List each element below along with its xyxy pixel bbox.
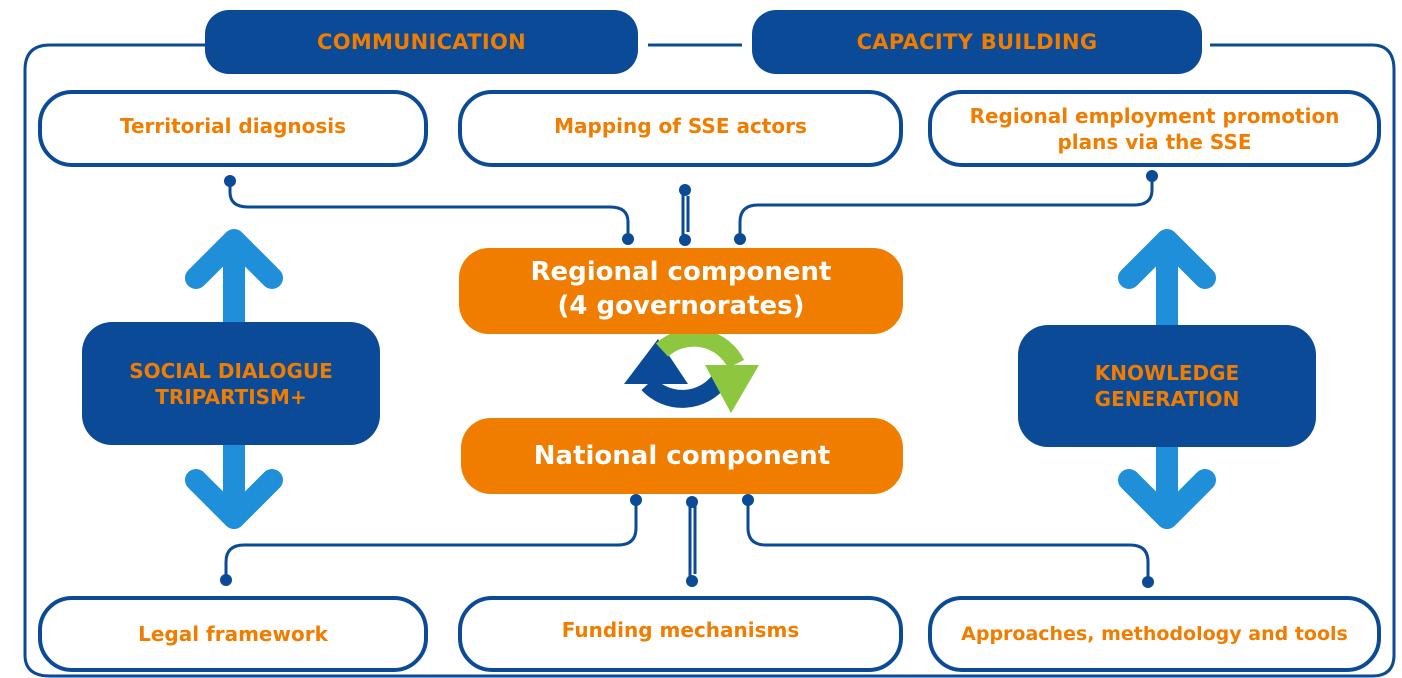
right-vertical-arrows <box>1118 229 1216 529</box>
communication-bar: COMMUNICATION <box>205 10 638 74</box>
approaches-methodology-tools-card: Approaches, methodology and tools <box>928 596 1381 672</box>
cycle-arrows <box>624 328 759 413</box>
territorial-diagnosis-label: Territorial diagnosis <box>119 113 347 138</box>
mapping-sse-actors-label: Mapping of SSE actors <box>554 113 807 138</box>
knowledge-generation-line2: GENERATION <box>1094 387 1240 411</box>
national-component-label: National component <box>533 441 831 471</box>
funding-mechanisms-label: Funding mechanisms <box>561 618 800 642</box>
regional-employment-plans-card: Regional employment promotion plans via … <box>928 90 1381 167</box>
capacity-building-label: CAPACITY BUILDING <box>856 30 1098 54</box>
top-connectors <box>228 176 1154 238</box>
regional-component-line2: (4 governorates) <box>557 291 805 321</box>
knowledge-generation-box: KNOWLEDGE GENERATION <box>1018 325 1316 447</box>
regional-plans-line2: plans via the SSE <box>1057 129 1252 154</box>
capacity-building-bar: CAPACITY BUILDING <box>752 10 1202 74</box>
national-component-box: National component <box>461 418 903 494</box>
top-connector-dots <box>224 170 1158 246</box>
regional-plans-line1: Regional employment promotion <box>969 103 1340 128</box>
social-dialogue-line1: SOCIAL DIALOGUE <box>129 358 333 383</box>
bottom-connectors <box>224 500 1150 580</box>
social-dialogue-box: SOCIAL DIALOGUE TRIPARTISM+ <box>82 322 380 445</box>
legal-framework-label: Legal framework <box>138 622 328 646</box>
regional-component-line1: Regional component <box>530 257 832 287</box>
left-vertical-arrows <box>185 229 283 529</box>
communication-label: COMMUNICATION <box>317 30 526 54</box>
funding-mechanisms-card: Funding mechanisms <box>458 596 903 672</box>
knowledge-generation-line1: KNOWLEDGE <box>1094 361 1240 385</box>
approaches-methodology-tools-label: Approaches, methodology and tools <box>961 623 1348 645</box>
territorial-diagnosis-card: Territorial diagnosis <box>38 90 428 167</box>
outer-frame <box>23 43 1396 678</box>
regional-component-box: Regional component (4 governorates) <box>459 248 903 334</box>
social-dialogue-line2: TRIPARTISM+ <box>155 384 307 409</box>
legal-framework-card: Legal framework <box>38 596 428 672</box>
bottom-connector-dots <box>220 494 1154 588</box>
mapping-sse-actors-card: Mapping of SSE actors <box>458 90 903 167</box>
